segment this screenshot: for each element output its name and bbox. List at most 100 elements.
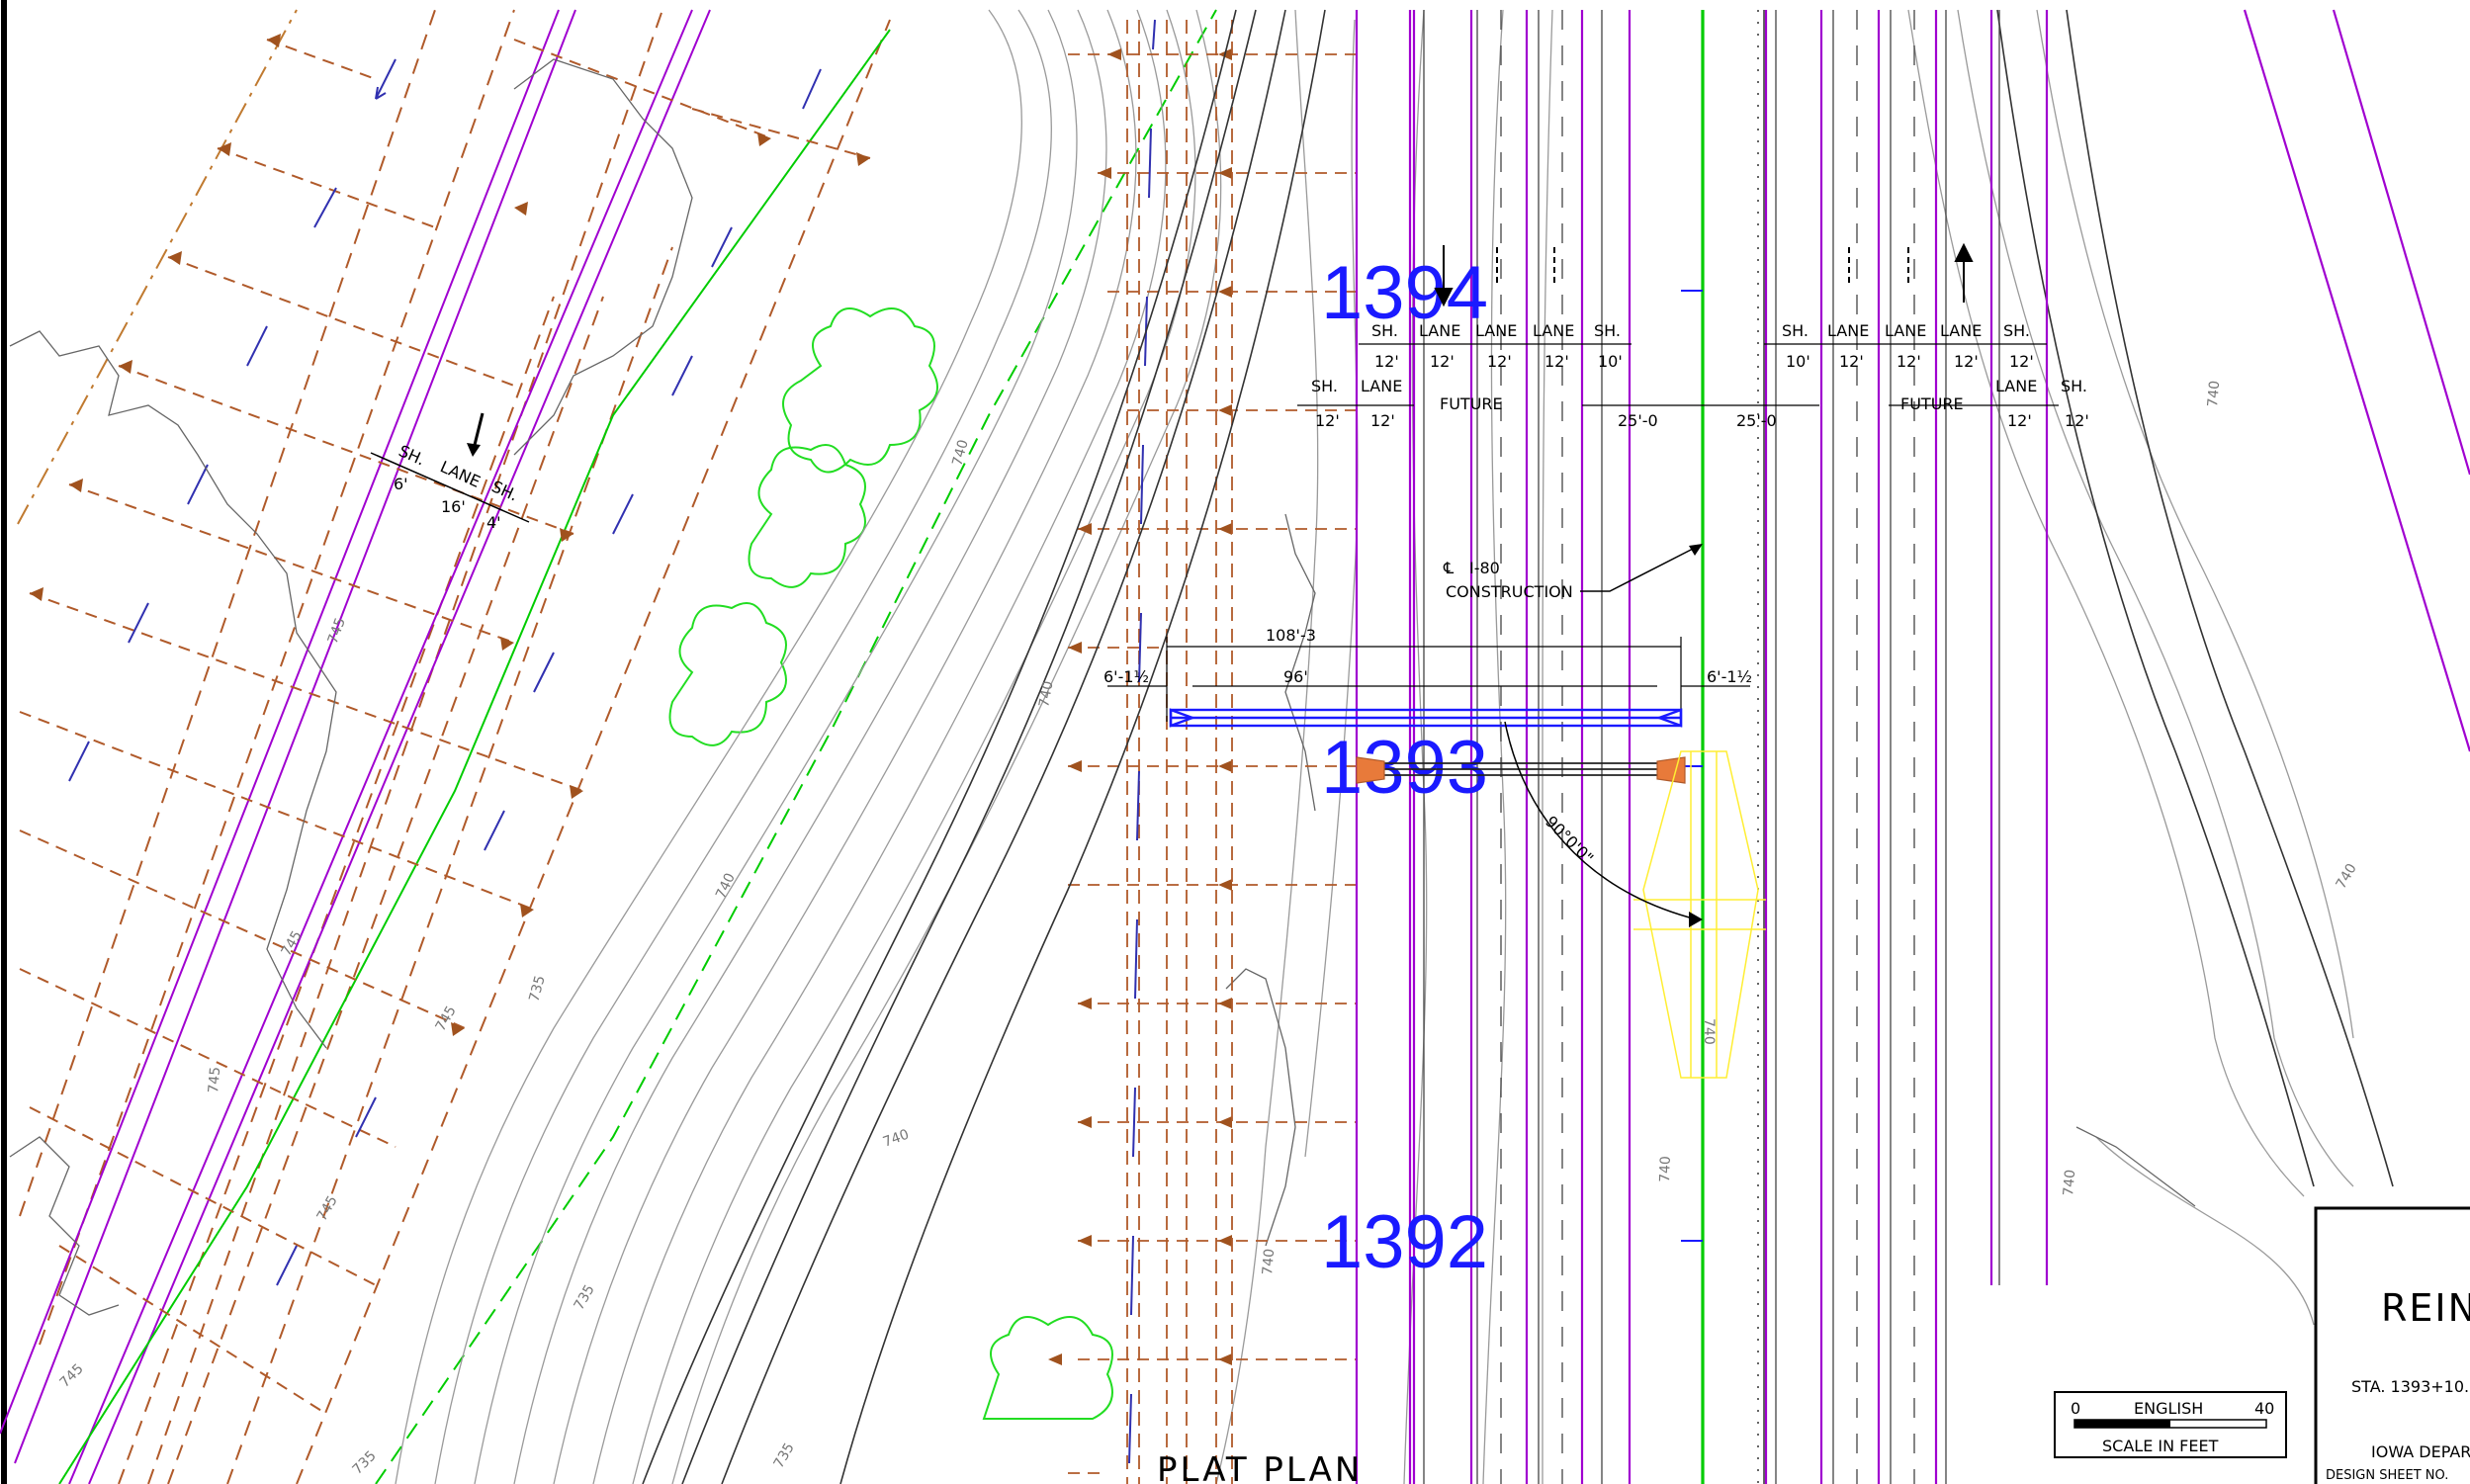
lane-b: LANE — [1475, 321, 1517, 340]
contour-label: 735 — [526, 974, 548, 1004]
vertical-easements — [1126, 20, 1233, 1484]
contour-label: 740 — [2334, 861, 2360, 892]
left-sh2: SH. — [488, 477, 520, 504]
lane-dashes — [1500, 10, 1915, 1484]
contour-label: 740 — [1657, 1156, 1674, 1182]
proposed-structure — [1633, 750, 1766, 1079]
structure-dimensions — [1107, 637, 1750, 722]
title-block-sheet-label: DESIGN SHEET NO. — [2326, 1468, 2448, 1483]
bridge-girders — [1357, 762, 1661, 776]
future-lane-right: LANE — [1995, 377, 2037, 395]
median-fence — [1757, 10, 1765, 1484]
w-b: 12' — [1430, 352, 1455, 371]
title-block-title: REIN — [2381, 1286, 2470, 1330]
w-i: 12' — [1954, 352, 1979, 371]
contours — [395, 9, 2354, 1484]
scale-system: ENGLISH — [2134, 1399, 2203, 1418]
w-c: 12' — [1487, 352, 1512, 371]
ground-lines — [9, 58, 2196, 1316]
future-label-left: FUTURE — [1440, 394, 1503, 413]
top-lane-dimension — [1297, 343, 2059, 406]
future-w-left-1: 12' — [1315, 411, 1340, 430]
median-right: 25'-0 — [1736, 411, 1777, 430]
skew-arc — [1504, 721, 1698, 920]
sh-a: SH. — [1371, 321, 1398, 340]
contour-label: 735 — [572, 1282, 598, 1313]
scale-units: SCALE IN FEET — [2102, 1437, 2219, 1455]
station-label-1394: 1394 — [1321, 251, 1488, 335]
structure-span: 96' — [1283, 667, 1308, 686]
contour-label: 745 — [206, 1066, 223, 1093]
future-w-left-2: 12' — [1370, 411, 1395, 430]
contour-label: 740 — [1701, 1018, 1717, 1045]
mainline-row-lines — [1355, 9, 2470, 1484]
w-f: 10' — [1786, 352, 1810, 371]
contour-label: 745 — [325, 616, 349, 647]
left-roadway — [0, 9, 1217, 1484]
lane-f: LANE — [1940, 321, 1982, 340]
title-block-station: STA. 1393+10. — [2351, 1377, 2469, 1396]
pavement-arrows — [1434, 242, 1974, 307]
w-g: 12' — [1839, 352, 1864, 371]
future-sh-left: SH. — [1311, 377, 1338, 395]
contour-label: 740 — [881, 1127, 912, 1151]
left-traffic-arrows — [68, 58, 822, 1286]
lane-a: LANE — [1419, 321, 1460, 340]
title-block-agency: IOWA DEPAR — [2371, 1442, 2470, 1461]
contour-labels: 740 740 740 740 740 740 740 740 740 740 … — [57, 380, 2360, 1478]
lane-e: LANE — [1885, 321, 1926, 340]
title-block: REIN STA. 1393+10. IOWA DEPAR DESIGN SHE… — [2314, 1206, 2470, 1484]
future-sh-right: SH. — [2061, 377, 2087, 395]
skew-arrow — [1689, 912, 1703, 927]
median-left: 25'-0 — [1618, 411, 1658, 430]
station-label-1393: 1393 — [1321, 726, 1488, 810]
transverse-triangles — [1048, 48, 1232, 1365]
easement-ticks — [19, 39, 871, 1415]
future-lane-left: LANE — [1361, 377, 1402, 395]
contour-label: 735 — [350, 1448, 380, 1478]
future-w-right-2: 12' — [2065, 411, 2089, 430]
structure-right-offset: 6'-1½ — [1707, 667, 1752, 686]
sh-b: SH. — [1594, 321, 1621, 340]
future-label-right: FUTURE — [1900, 394, 1964, 413]
scale-max: 40 — [2254, 1399, 2274, 1418]
tree-cluster — [668, 307, 1113, 1420]
left-lane-dimension: SH. LANE SH. 6' 16' 4' — [370, 412, 530, 532]
station-label-1392: 1392 — [1321, 1200, 1488, 1284]
vertical-flow-arrows — [1128, 19, 1156, 1464]
contour-label: 740 — [1036, 680, 1056, 709]
left-w3: 4' — [486, 513, 501, 532]
w-d: 12' — [1544, 352, 1569, 371]
contour-label: 740 — [949, 438, 971, 468]
left-w2: 16' — [441, 497, 466, 516]
contour-label: 740 — [2061, 1169, 2078, 1196]
curved-alignments — [642, 9, 2394, 1484]
lane-lines — [1423, 10, 2000, 1484]
transverse-lines — [1068, 53, 1357, 1474]
centerline-route: I-80 — [1469, 559, 1500, 577]
view-title: PLAT PLAN — [1157, 1450, 1363, 1484]
centerline-label: CONSTRUCTION — [1446, 582, 1573, 601]
structure-left-offset: 6'-1½ — [1103, 667, 1149, 686]
contour-label: 740 — [713, 871, 739, 902]
contour-label: 740 — [2205, 380, 2223, 407]
centerline-callout: ℄ I-80 CONSTRUCTION — [1443, 544, 1703, 601]
future-w-right-1: 12' — [2007, 411, 2032, 430]
bridge-deck — [1169, 708, 1683, 728]
contour-label: 740 — [1260, 1248, 1278, 1275]
sh-c: SH. — [1782, 321, 1808, 340]
scale-bar: 0 ENGLISH 40 SCALE IN FEET — [2054, 1391, 2287, 1458]
scale-zero: 0 — [2071, 1399, 2080, 1418]
contour-label: 735 — [771, 1440, 798, 1471]
left-w1: 6' — [394, 475, 408, 493]
structure-overall: 108'-3 — [1266, 626, 1316, 645]
w-e: 10' — [1598, 352, 1623, 371]
centerline-symbol: ℄ — [1443, 559, 1455, 577]
w-h: 12' — [1897, 352, 1921, 371]
easement-triangles — [30, 34, 870, 1036]
contour-label: 745 — [57, 1361, 87, 1391]
w-j: 12' — [2009, 352, 2034, 371]
sh-d: SH. — [2003, 321, 2030, 340]
skew-angle: 90°0'0" — [1542, 812, 1597, 867]
